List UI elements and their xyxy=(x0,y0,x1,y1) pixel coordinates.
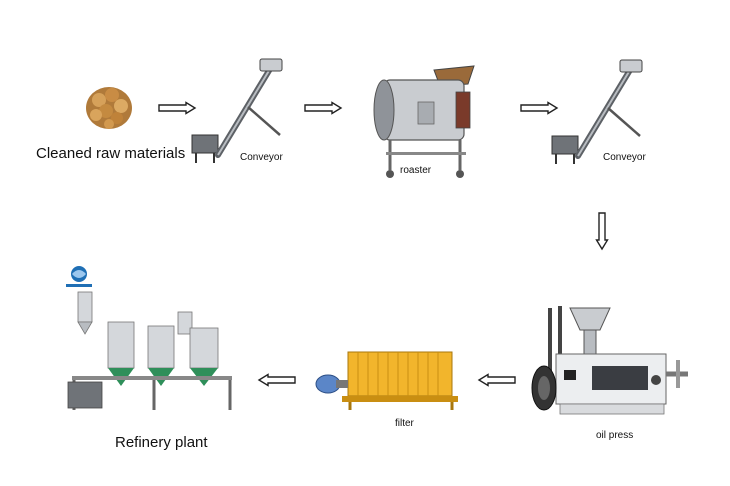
arrow-right-icon xyxy=(520,101,559,115)
arrow-right-icon xyxy=(304,101,343,115)
refinery-plant-icon xyxy=(66,266,232,410)
raw-materials-label: Cleaned raw materials xyxy=(36,145,186,162)
conveyor-1-label: Conveyor xyxy=(240,152,283,163)
arrow-left-icon xyxy=(477,373,516,387)
arrow-down-icon xyxy=(595,212,609,251)
roaster-label: roaster xyxy=(400,165,432,176)
filter-press-icon xyxy=(315,351,458,410)
filter-label: filter xyxy=(395,418,414,429)
oil-press-icon xyxy=(531,306,688,415)
seeds-bowl-icon xyxy=(86,87,132,129)
arrow-right-icon xyxy=(158,101,197,115)
conveyor-2-label: Conveyor xyxy=(603,152,646,163)
oil-press-label: oil press xyxy=(596,430,634,441)
arrow-left-icon xyxy=(257,373,296,387)
screw-conveyor-icon xyxy=(551,59,643,164)
screw-conveyor-icon xyxy=(191,58,283,163)
roaster-drum-icon xyxy=(373,65,475,178)
refinery-plant-label: Refinery plant xyxy=(115,434,208,451)
